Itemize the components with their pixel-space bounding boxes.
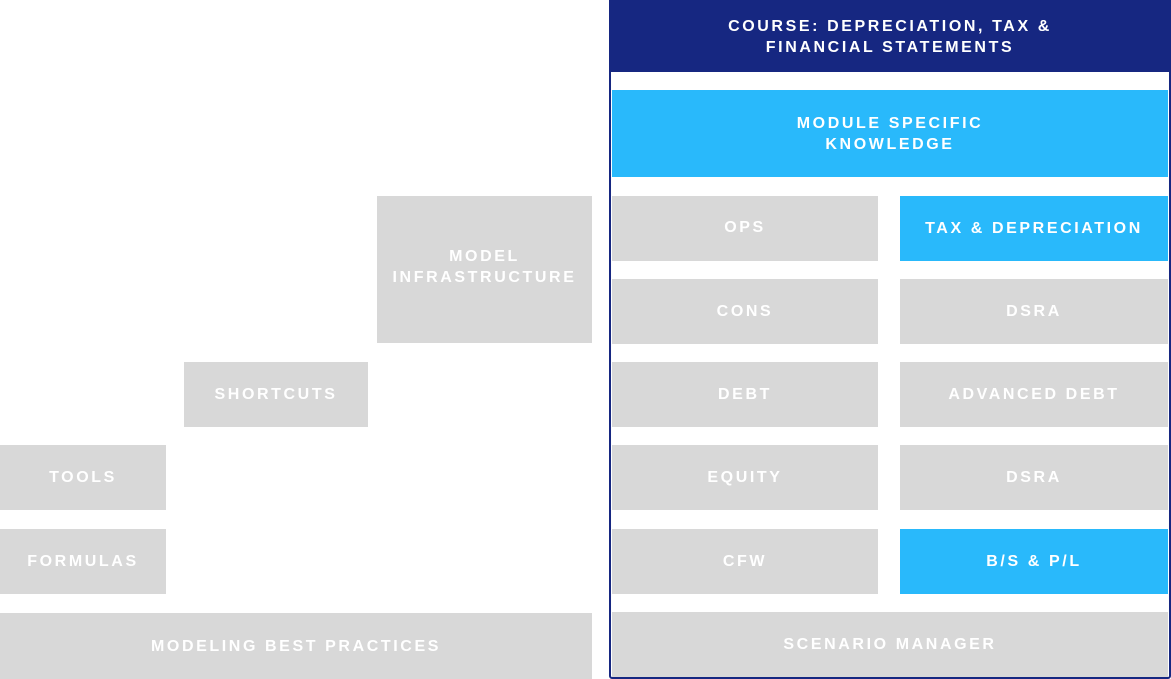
- course-title: COURSE: DEPRECIATION, TAX & FINANCIAL ST…: [609, 0, 1171, 72]
- shortcuts-block: SHORTCUTS: [184, 362, 368, 427]
- tools-block: TOOLS: [0, 445, 166, 510]
- module-dsra-1: DSRA: [900, 279, 1168, 344]
- scenario-manager-block: SCENARIO MANAGER: [612, 612, 1168, 677]
- module-bs-pl: B/S & P/L: [900, 529, 1168, 594]
- module-advanced-debt: ADVANCED DEBT: [900, 362, 1168, 427]
- module-specific-knowledge-block: MODULE SPECIFIC KNOWLEDGE: [612, 90, 1168, 177]
- module-cons: CONS: [612, 279, 878, 344]
- module-ops: OPS: [612, 196, 878, 261]
- module-cfw: CFW: [612, 529, 878, 594]
- module-dsra-2: DSRA: [900, 445, 1168, 510]
- module-tax-depreciation: TAX & DEPRECIATION: [900, 196, 1168, 261]
- formulas-block: FORMULAS: [0, 529, 166, 594]
- model-infrastructure-block: MODEL INFRASTRUCTURE: [377, 196, 592, 343]
- module-equity: EQUITY: [612, 445, 878, 510]
- modeling-best-practices-block: MODELING BEST PRACTICES: [0, 613, 592, 679]
- module-debt: DEBT: [612, 362, 878, 427]
